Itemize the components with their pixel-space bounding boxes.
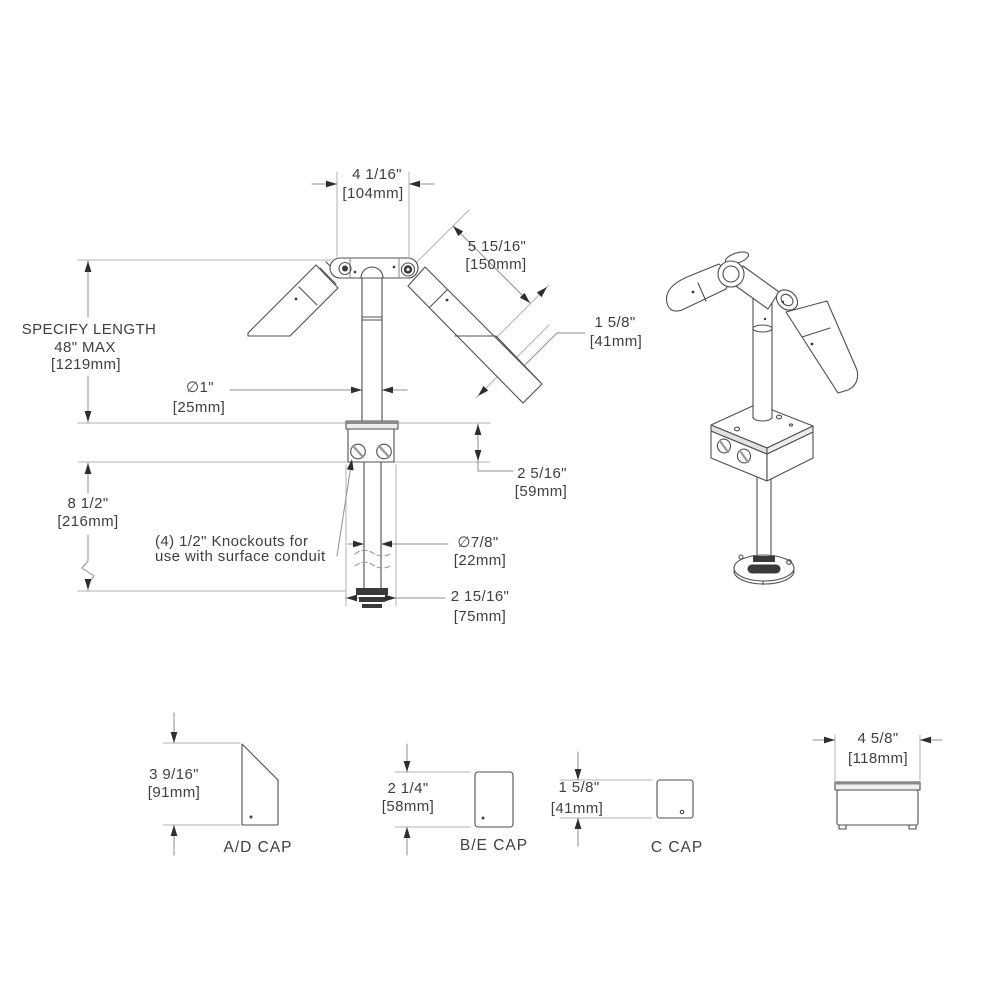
ad-cap-height-in: 3 9/16" xyxy=(149,766,199,783)
knockout-note-line2: use with surface conduit xyxy=(155,548,326,565)
knockout-icon xyxy=(350,443,366,460)
box-detail-body xyxy=(836,789,919,826)
be-cap-height-mm: [58mm] xyxy=(381,798,435,815)
ad-cap-height-mm: [91mm] xyxy=(147,784,201,801)
knockout-note-line1: (4) 1/2" Knockouts for xyxy=(155,533,309,550)
specify-length-line3: [1219mm] xyxy=(51,356,121,373)
cap-details xyxy=(162,712,943,856)
junction-box-front xyxy=(347,428,395,463)
specify-length-line2: 48" MAX xyxy=(54,339,116,356)
specify-length-line1: SPECIFY LENGTH xyxy=(21,321,157,338)
dim-top-width-in: 4 1/16" xyxy=(352,166,402,183)
dim-box-height-in: 2 5/16" xyxy=(517,465,567,482)
fixture-front-outline xyxy=(247,257,543,608)
ad-cap-label: A/D CAP xyxy=(223,839,293,856)
ad-cap-shape xyxy=(241,743,279,826)
box-detail-width-in: 4 5/8" xyxy=(857,730,899,747)
dim-box-height-mm: [59mm] xyxy=(514,483,568,500)
knockout-icon xyxy=(376,443,392,460)
extension-lines xyxy=(77,171,550,607)
c-cap-label: C CAP xyxy=(650,839,704,856)
c-cap-shape xyxy=(656,779,694,819)
box-detail-width-mm: [118mm] xyxy=(847,750,909,767)
front-view-drawing xyxy=(77,171,586,608)
threaded-nipple xyxy=(356,588,388,608)
be-cap-height-in: 2 1/4" xyxy=(387,780,429,797)
dim-pole-diameter-in: ∅1" xyxy=(186,379,214,396)
dim-head-length-in: 5 15/16" xyxy=(467,238,527,255)
left-pivot-screw-icon xyxy=(338,261,352,276)
dim-box-width-in: 2 15/16" xyxy=(450,588,510,605)
dim-head-thickness-mm: [41mm] xyxy=(589,333,643,350)
dim-head-thickness-in: 1 5/8" xyxy=(594,314,636,331)
dim-lower-section-in: 8 1/2" xyxy=(67,495,109,512)
dimension-arrows xyxy=(84,180,547,602)
dim-top-width-mm: [104mm] xyxy=(342,185,404,202)
knockout-icon xyxy=(736,448,752,464)
c-cap-height-mm: [41mm] xyxy=(550,800,604,817)
knockout-icon xyxy=(716,438,732,454)
be-cap-shape xyxy=(474,771,514,828)
perspective-view-drawing xyxy=(665,251,859,586)
right-pivot-screw-icon xyxy=(400,262,416,277)
c-cap-height-in: 1 5/8" xyxy=(558,779,600,796)
dim-head-length-mm: [150mm] xyxy=(465,256,527,273)
dim-box-width-mm: [75mm] xyxy=(453,608,507,625)
dim-pipe-diameter-mm: [22mm] xyxy=(453,552,507,569)
dim-pole-diameter-mm: [25mm] xyxy=(172,399,226,416)
dim-lower-section-mm: [216mm] xyxy=(57,513,119,530)
dim-pipe-diameter-in: ∅7/8" xyxy=(457,534,499,551)
be-cap-label: B/E CAP xyxy=(459,837,529,854)
